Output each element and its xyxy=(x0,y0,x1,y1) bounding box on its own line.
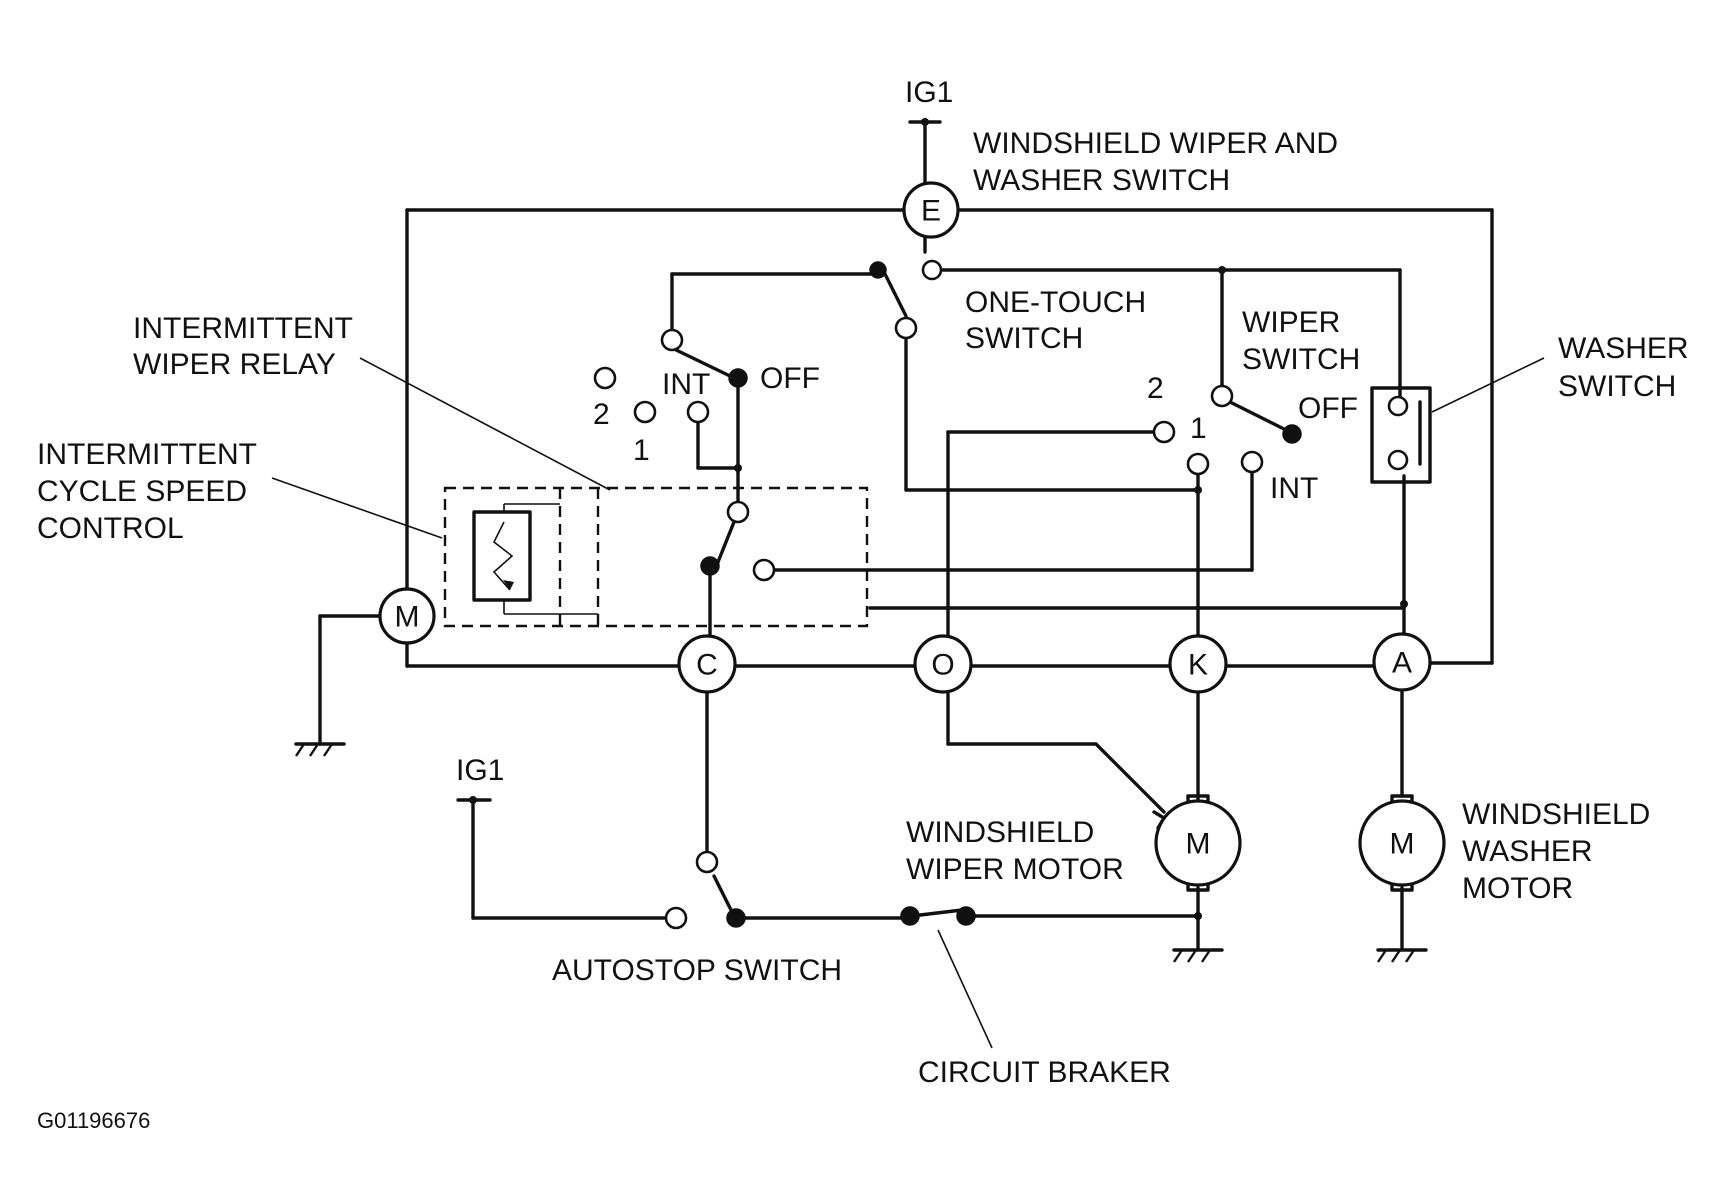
wires xyxy=(318,120,1494,950)
svg-text:K: K xyxy=(1188,649,1208,682)
terminal-m: M xyxy=(378,587,436,645)
left-pos-int: INT xyxy=(662,368,710,401)
terminal-k: K xyxy=(1168,634,1228,694)
text-labels: IG1 WINDSHIELD WIPER AND WASHER SWITCH O… xyxy=(37,76,1689,1133)
terminal-o: O xyxy=(913,634,973,694)
ground-wiper-motor xyxy=(1172,948,1224,963)
int-speed-label: INTERMITTENT xyxy=(37,438,257,471)
right-pos-1: 1 xyxy=(1190,412,1207,445)
int-speed-label-3: CONTROL xyxy=(37,512,184,545)
wiper-washer-switch-label: WINDSHIELD WIPER AND xyxy=(973,127,1338,160)
terminal-nodes: E M C O K A xyxy=(378,181,1432,694)
wiper-motor-label-2: WIPER MOTOR xyxy=(906,853,1124,886)
int-relay-label: INTERMITTENT xyxy=(133,312,353,345)
left-pos-2: 2 xyxy=(593,398,610,431)
ig1-top-label: IG1 xyxy=(905,76,953,109)
ig1-bottom-label: IG1 xyxy=(456,754,504,787)
terminal-c: C xyxy=(677,634,737,694)
washer-switch-label: WASHER xyxy=(1558,332,1689,365)
washer-motor-label: WINDSHIELD xyxy=(1462,798,1650,831)
int-relay-label-2: WIPER RELAY xyxy=(133,348,336,381)
one-touch-switch-label-2: SWITCH xyxy=(965,322,1083,355)
wiper-switch-label-2: SWITCH xyxy=(1242,343,1360,376)
right-pos-off: OFF xyxy=(1298,392,1358,425)
wiper-switch-label: WIPER xyxy=(1242,306,1340,339)
svg-text:C: C xyxy=(696,649,718,682)
svg-text:M: M xyxy=(1390,828,1415,861)
right-pos-int: INT xyxy=(1270,472,1318,505)
svg-text:O: O xyxy=(931,649,954,682)
wiper-washer-switch-label-2: WASHER SWITCH xyxy=(973,164,1230,197)
left-pos-off: OFF xyxy=(760,362,820,395)
switch-contacts xyxy=(593,259,1432,930)
svg-text:A: A xyxy=(1392,647,1412,680)
washer-motor: M xyxy=(1358,794,1446,892)
ground-left xyxy=(294,742,346,757)
wiper-motor: M xyxy=(1152,794,1242,892)
intermittent-relay-boxes xyxy=(443,486,869,628)
terminal-a: A xyxy=(1372,632,1432,692)
int-speed-label-2: CYCLE SPEED xyxy=(37,475,247,508)
wiper-motor-label: WINDSHIELD xyxy=(906,816,1094,849)
svg-text:M: M xyxy=(395,601,420,634)
one-touch-switch-label: ONE-TOUCH xyxy=(965,286,1146,319)
leader-lines xyxy=(271,357,1545,1049)
washer-motor-label-3: MOTOR xyxy=(1462,872,1573,905)
svg-text:E: E xyxy=(921,195,941,228)
svg-text:M: M xyxy=(1186,828,1211,861)
autostop-switch-label: AUTOSTOP SWITCH xyxy=(552,954,842,987)
terminal-e: E xyxy=(902,181,960,239)
image-code: G01196676 xyxy=(37,1108,150,1133)
speed-control-resistor xyxy=(472,510,532,602)
right-pos-2: 2 xyxy=(1147,372,1164,405)
left-pos-1: 1 xyxy=(633,434,650,467)
circuit-breaker-label: CIRCUIT BRAKER xyxy=(918,1056,1171,1089)
washer-motor-label-2: WASHER xyxy=(1462,835,1593,868)
washer-switch-box xyxy=(1370,386,1432,484)
washer-switch-label-2: SWITCH xyxy=(1558,370,1676,403)
ground-washer-motor xyxy=(1376,948,1428,963)
